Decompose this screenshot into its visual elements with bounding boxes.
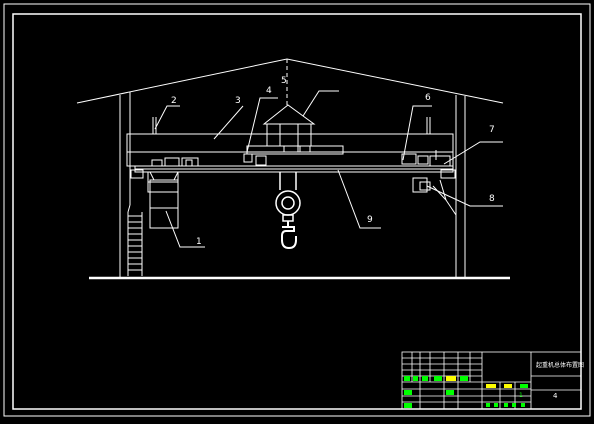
right-equipment xyxy=(401,117,451,193)
trolley-hoist xyxy=(243,59,344,166)
left-end-carriage xyxy=(147,157,199,193)
outer-border xyxy=(3,3,591,417)
callout-9: 9 xyxy=(367,215,373,225)
drawing-title: 起重机总体布置图 xyxy=(536,361,584,369)
title-block xyxy=(401,351,582,410)
callout-7: 7 xyxy=(489,125,495,135)
sheet-label: 4 xyxy=(553,392,558,400)
callout-3: 3 xyxy=(235,96,241,106)
callout-2: 2 xyxy=(171,96,177,106)
callout-6: 6 xyxy=(425,93,431,103)
title-block-code-1: 1 xyxy=(519,392,523,399)
operator-cab xyxy=(149,171,179,229)
title-block-text: 1 起重机总体布置图 4 xyxy=(404,361,584,408)
callout-8: 8 xyxy=(489,194,495,204)
callout-4: 4 xyxy=(266,86,272,96)
callout-labels: 1 2 3 4 5 6 7 8 9 xyxy=(171,76,495,247)
leader-lines xyxy=(154,90,503,248)
callout-5: 5 xyxy=(281,76,287,86)
post-2 xyxy=(152,117,157,134)
ladder-left xyxy=(127,204,143,276)
callout-1: 1 xyxy=(196,237,202,247)
bridge-girder xyxy=(126,133,456,179)
inner-border xyxy=(12,13,582,410)
hook-block xyxy=(275,172,301,250)
